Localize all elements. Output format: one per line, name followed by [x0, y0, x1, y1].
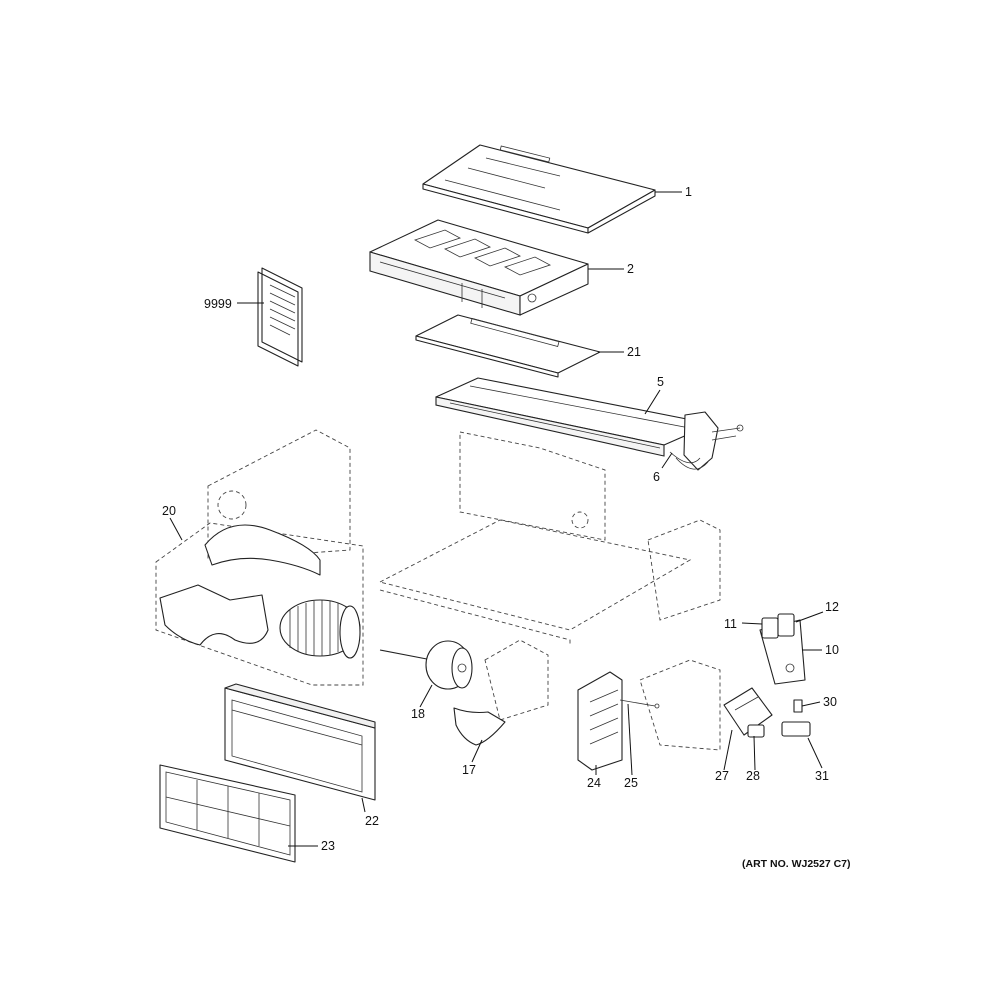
- callout-24[interactable]: 24: [587, 776, 601, 790]
- part-25-sensor[interactable]: [619, 699, 660, 709]
- part-27-board[interactable]: [723, 687, 773, 736]
- callout-31[interactable]: 31: [815, 769, 829, 783]
- chassis-outline: [207, 429, 721, 751]
- callout-22[interactable]: 22: [365, 814, 379, 828]
- part-6-pipe-assembly[interactable]: [669, 451, 709, 470]
- callout-labels: 1 2 5 6 9999 10 11 12 17 18 20 21 22 23 …: [162, 185, 839, 853]
- part-20-blower-assembly[interactable]: [155, 522, 364, 686]
- callout-27[interactable]: 27: [715, 769, 729, 783]
- callout-6[interactable]: 6: [653, 470, 660, 484]
- leader-lines: [169, 191, 824, 847]
- part-18-motor[interactable]: [379, 640, 473, 690]
- part-23-filter[interactable]: [159, 764, 296, 863]
- callout-18[interactable]: 18: [411, 707, 425, 721]
- callout-28[interactable]: 28: [746, 769, 760, 783]
- part-2-housing[interactable]: [369, 219, 589, 316]
- part-9999-manual[interactable]: [257, 267, 303, 367]
- callout-25[interactable]: 25: [624, 776, 638, 790]
- part-22-front-frame[interactable]: [224, 683, 376, 801]
- callout-23[interactable]: 23: [321, 839, 335, 853]
- part-12-valve-coil[interactable]: [777, 613, 795, 637]
- callout-21[interactable]: 21: [627, 345, 641, 359]
- art-number: (ART NO. WJ2527 C7): [742, 858, 851, 870]
- callout-17[interactable]: 17: [462, 763, 476, 777]
- part-11-valve[interactable]: [761, 617, 779, 639]
- callout-5[interactable]: 5: [657, 375, 664, 389]
- callout-1[interactable]: 1: [685, 185, 692, 199]
- part-24-control-box[interactable]: [577, 671, 623, 771]
- part-30-connector[interactable]: [793, 699, 803, 713]
- callout-20[interactable]: 20: [162, 504, 176, 518]
- callout-10[interactable]: 10: [825, 643, 839, 657]
- callout-11[interactable]: 11: [724, 617, 737, 631]
- callout-30[interactable]: 30: [823, 695, 837, 709]
- part-5-evaporator-coil[interactable]: [435, 377, 744, 471]
- part-1-top-cover[interactable]: [422, 144, 656, 234]
- part-17-motor-bracket[interactable]: [453, 707, 506, 746]
- part-31-component[interactable]: [781, 721, 811, 737]
- callout-12[interactable]: 12: [825, 600, 839, 614]
- part-21-inner-plate[interactable]: [415, 314, 601, 378]
- part-28-control[interactable]: [747, 724, 765, 738]
- callout-2[interactable]: 2: [627, 262, 634, 276]
- callout-9999[interactable]: 9999: [204, 297, 232, 311]
